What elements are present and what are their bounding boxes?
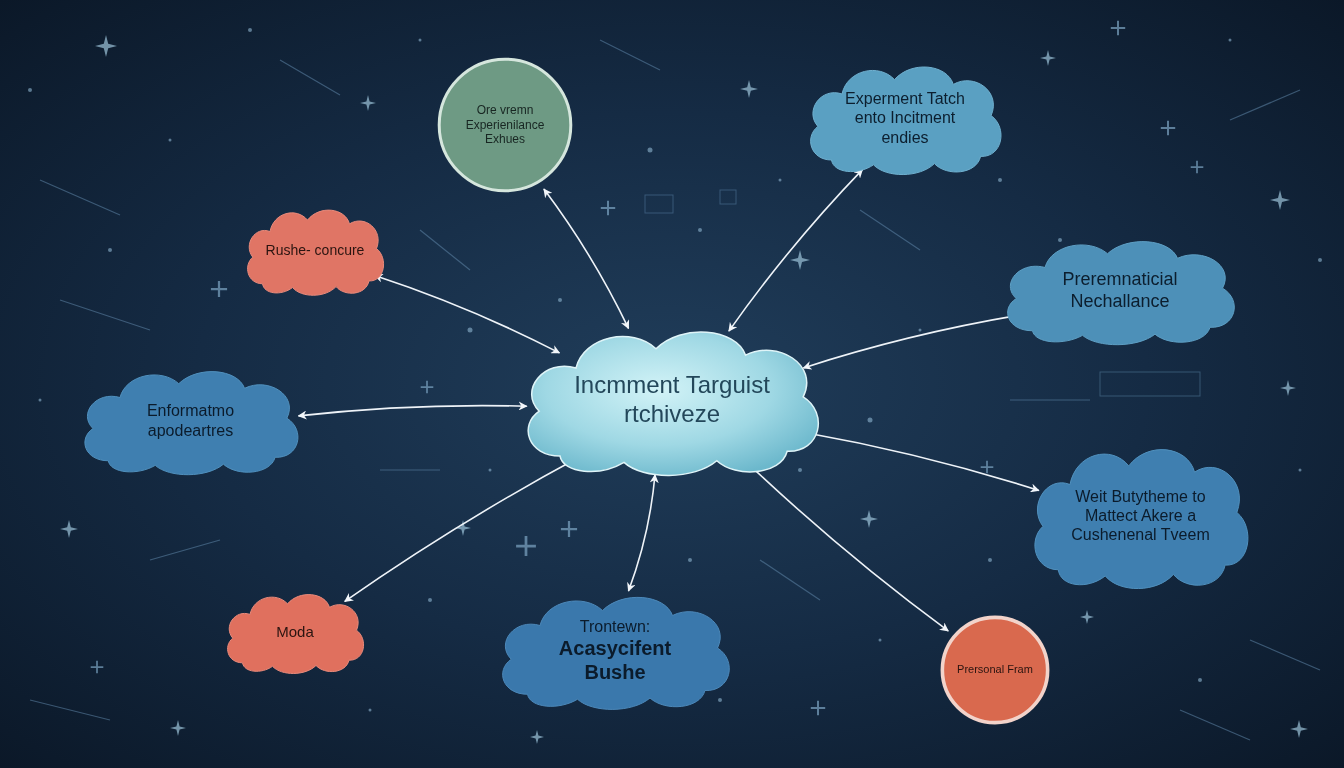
node-sublabel: Acasycifent Bushe bbox=[530, 636, 700, 684]
idea-circle: Prersonal Fram bbox=[939, 614, 1051, 726]
idea-circle: Ore vremn Experienilance Exhues bbox=[435, 55, 575, 195]
node-text-group: Enformatmo apodeartres bbox=[111, 401, 271, 439]
node-text-group: Trontewn:Acasycifent Bushe bbox=[530, 617, 700, 684]
idea-cloud: Trontewn:Acasycifent Bushe bbox=[490, 588, 740, 713]
connector-arrow bbox=[803, 315, 1018, 368]
connector-arrow bbox=[629, 475, 656, 591]
idea-cloud: Preremnaticial Nechallance bbox=[995, 233, 1245, 348]
node-label: Rushe- concure bbox=[266, 242, 365, 259]
node-label: Prersonal Fram bbox=[957, 663, 1033, 676]
node-text-group: Ore vremn Experienilance Exhues bbox=[456, 103, 554, 146]
idea-cloud: Weit Butytheme to Mattect Akere a Cushen… bbox=[1023, 438, 1258, 593]
idea-cloud: Enformatmo apodeartres bbox=[73, 363, 308, 478]
node-text-group: Preremnaticial Nechallance bbox=[1035, 269, 1205, 312]
cloud-outline bbox=[73, 363, 308, 478]
node-label: Trontewn: bbox=[580, 617, 651, 636]
node-label: Enformatmo apodeartres bbox=[111, 401, 271, 439]
idea-cloud: Moda bbox=[220, 588, 370, 676]
connector-arrow bbox=[729, 170, 863, 332]
connector-arrow bbox=[345, 457, 579, 601]
connector-arrow bbox=[803, 432, 1039, 490]
central-cloud: Incmment Targuist rtchiveze bbox=[512, 320, 832, 480]
node-text-group: Weit Butytheme to Mattect Akere a Cushen… bbox=[1061, 487, 1221, 545]
node-text-group: Incmment Targuist rtchiveze bbox=[563, 371, 781, 429]
idea-cloud: Experment Tatch ento Incitment endies bbox=[800, 58, 1010, 178]
node-label: Preremnaticial Nechallance bbox=[1035, 269, 1205, 312]
node-label: Incmment Targuist rtchiveze bbox=[563, 371, 781, 429]
node-label: Moda bbox=[276, 623, 314, 641]
connector-arrow bbox=[375, 276, 560, 353]
node-text-group: Moda bbox=[244, 623, 346, 641]
connector-arrow bbox=[748, 464, 948, 631]
connector-arrow bbox=[544, 189, 629, 328]
node-text-group: Rushe- concure bbox=[264, 242, 366, 259]
idea-cloud: Rushe- concure bbox=[240, 203, 390, 298]
node-text-group: Prersonal Fram bbox=[956, 663, 1034, 676]
node-label: Weit Butytheme to Mattect Akere a Cushen… bbox=[1061, 487, 1221, 545]
node-label: Ore vremn Experienilance Exhues bbox=[456, 103, 554, 146]
node-label: Experment Tatch ento Incitment endies bbox=[834, 89, 977, 147]
connector-arrow bbox=[299, 406, 527, 416]
node-text-group: Experment Tatch ento Incitment endies bbox=[834, 89, 977, 147]
